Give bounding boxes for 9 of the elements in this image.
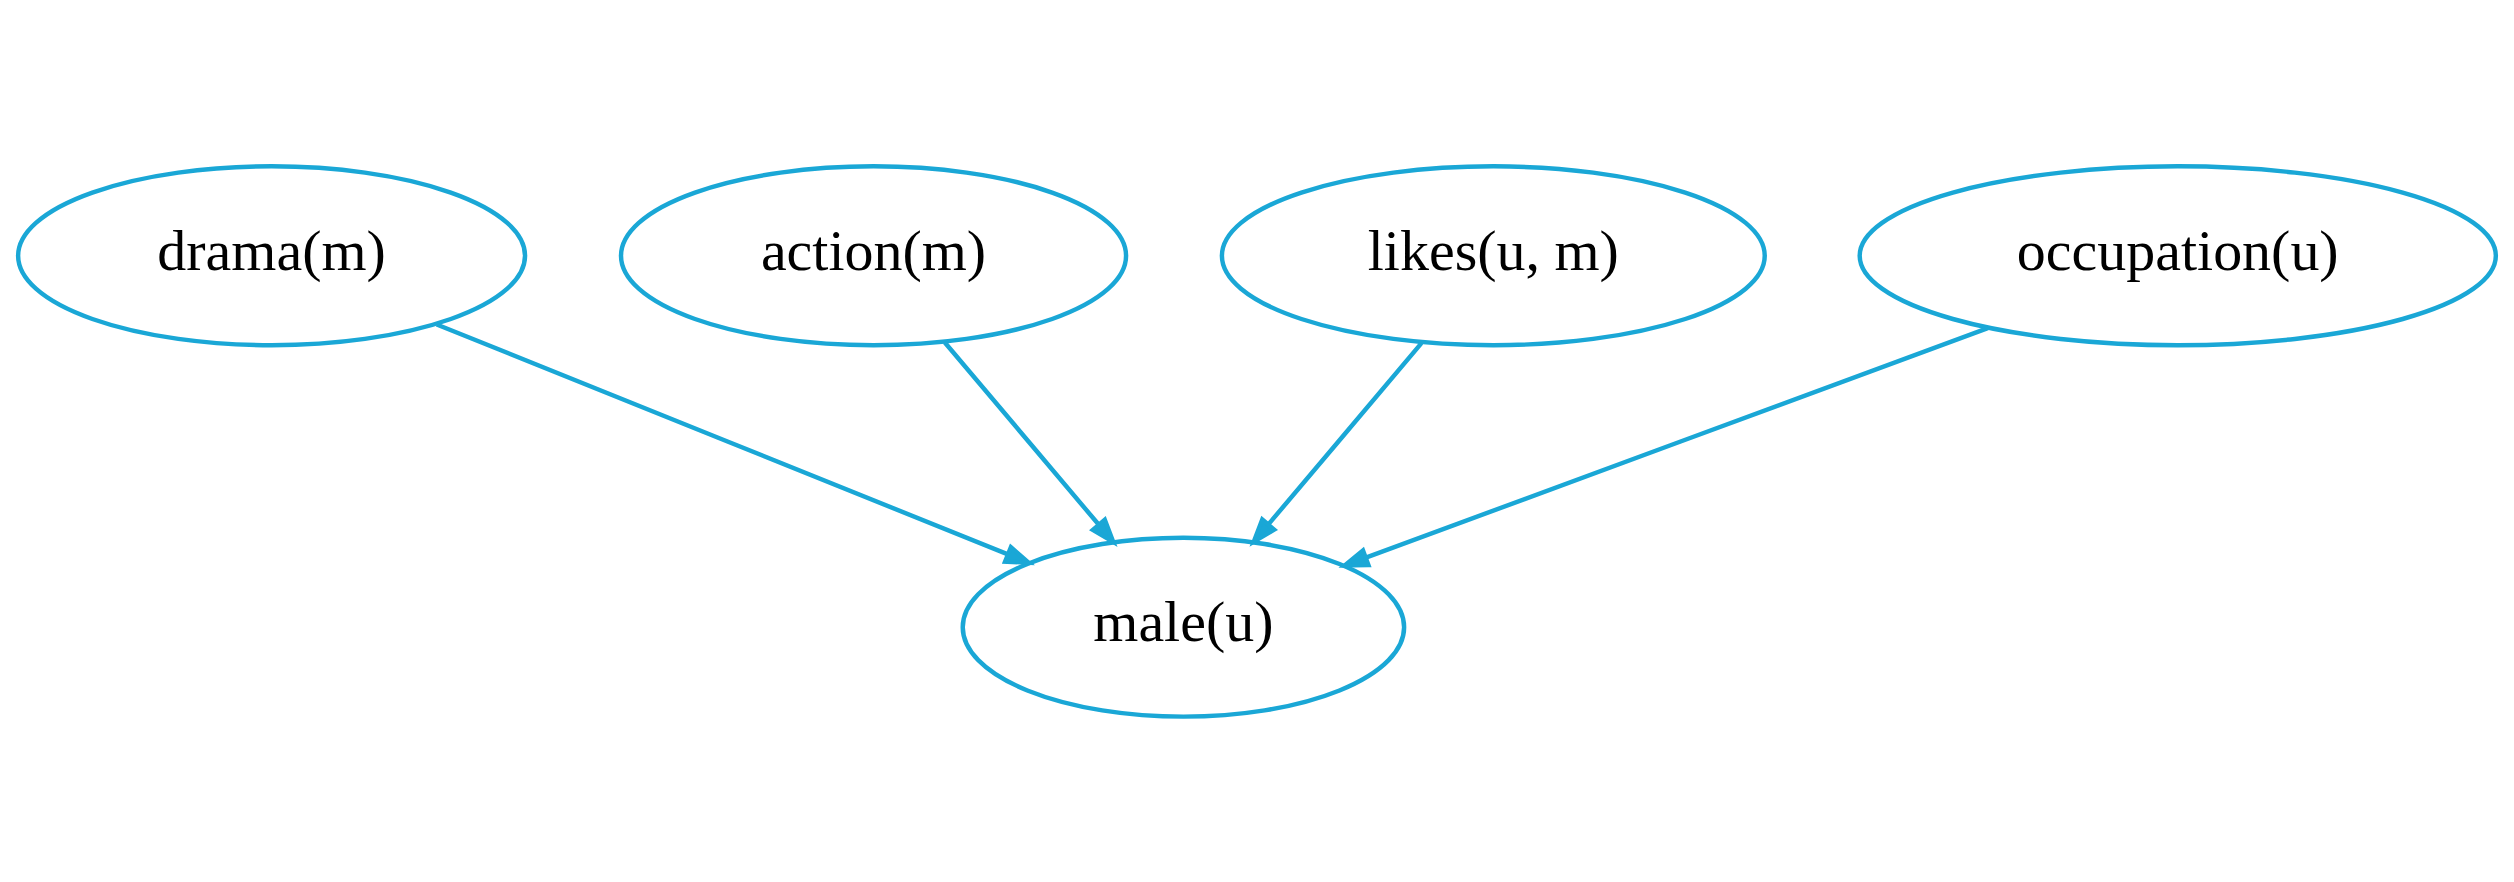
arrow bbox=[1338, 325, 1989, 568]
arrow bbox=[1249, 341, 1424, 547]
node-ellipse: drama(m) bbox=[15, 163, 528, 347]
arrow bbox=[942, 340, 1118, 547]
node-ellipse: action(m) bbox=[618, 163, 1129, 347]
node-ellipse: male(u) bbox=[960, 535, 1407, 719]
node-ellipse: occupation(u) bbox=[1857, 163, 2499, 347]
arrow bbox=[435, 321, 1035, 565]
node-ellipse: likes(u, m) bbox=[1219, 163, 1767, 347]
